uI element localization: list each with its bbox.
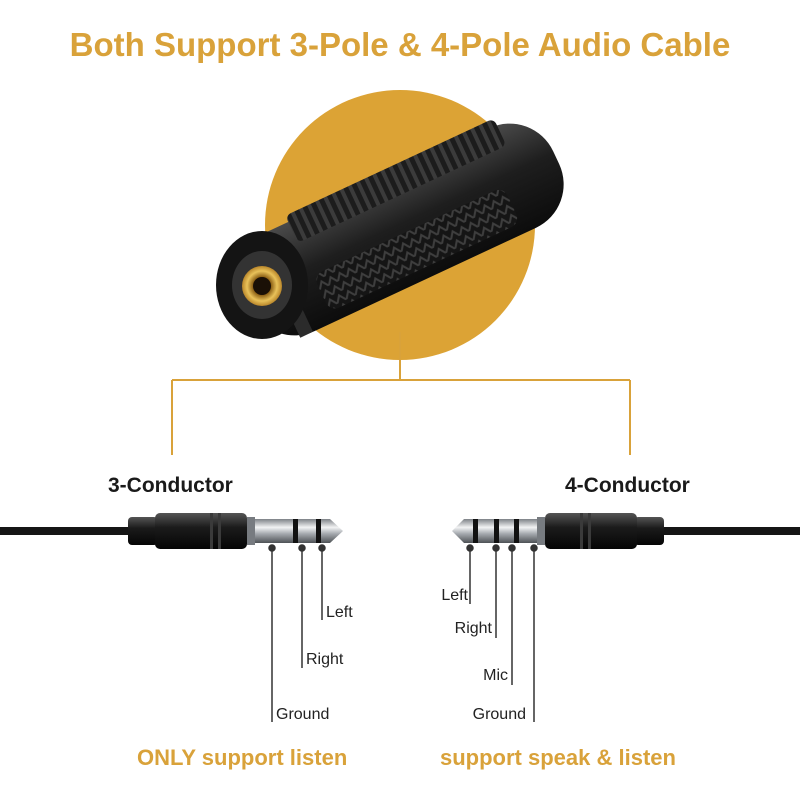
plug-3-conductor xyxy=(0,513,343,549)
label-4c-left: Left xyxy=(441,587,468,604)
jack-socket-hole xyxy=(253,277,271,295)
caption-4-conductor: support speak & listen xyxy=(440,745,676,770)
leader-lines-3-conductor xyxy=(268,544,326,722)
label-3c-left: Left xyxy=(326,604,353,621)
label-3c-right: Right xyxy=(306,651,344,668)
label-3c-ground: Ground xyxy=(276,706,330,723)
label-4c-mic: Mic xyxy=(483,667,508,684)
label-4c-ground: Ground xyxy=(472,706,526,723)
branch-lines xyxy=(171,332,631,455)
leader-lines-4-conductor xyxy=(466,544,538,722)
page-title: Both Support 3-Pole & 4-Pole Audio Cable xyxy=(69,26,731,63)
heading-4-conductor: 4-Conductor xyxy=(565,474,690,497)
caption-3-conductor: ONLY support listen xyxy=(137,745,348,770)
plug-4-conductor xyxy=(452,513,800,549)
heading-3-conductor: 3-Conductor xyxy=(108,474,233,497)
label-4c-right: Right xyxy=(454,620,492,637)
